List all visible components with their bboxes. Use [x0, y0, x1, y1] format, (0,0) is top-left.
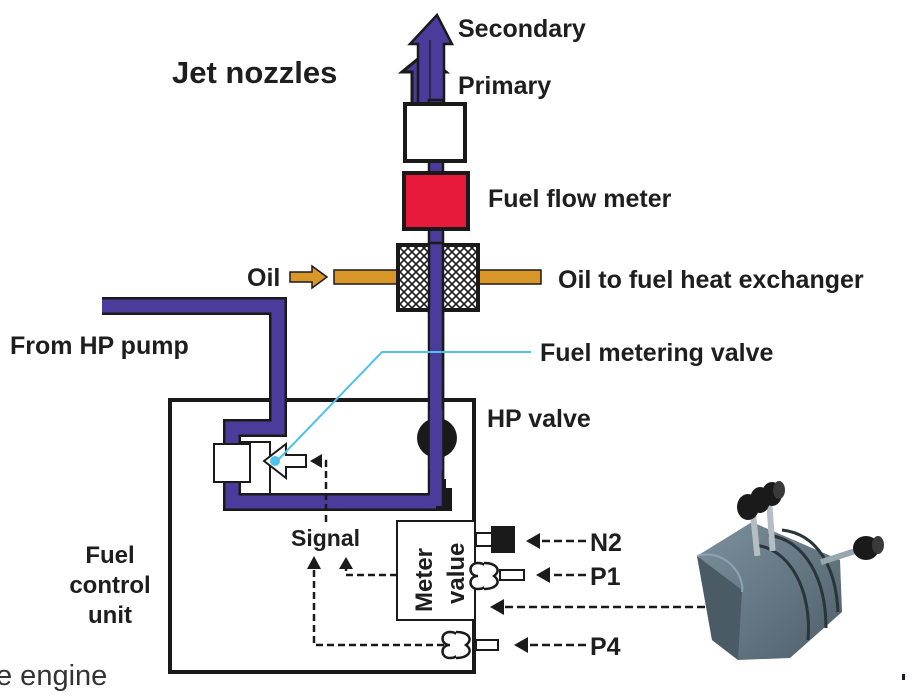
leader-dot — [270, 456, 280, 466]
metering-valve-body — [213, 443, 251, 483]
p4-signal-line — [312, 566, 444, 647]
p4-arrow-icon — [514, 637, 528, 653]
oil-fuel-heat-exchanger — [396, 241, 480, 314]
p4-bellows — [441, 630, 499, 660]
label-p1: P1 — [590, 563, 621, 591]
fuel-flow-meter — [402, 171, 470, 231]
signal-to-valve-line — [316, 459, 328, 522]
secondary-nozzle-arrow — [407, 12, 455, 110]
meter-value-box — [396, 520, 476, 621]
label-meter: Meter — [411, 548, 438, 612]
nozzle-arrows — [397, 12, 455, 110]
label-fcu-line1: Fuel — [85, 542, 134, 569]
label-hp-valve: HP valve — [487, 405, 591, 433]
oil-arrow-icon — [289, 264, 329, 290]
label-from-hp-pump: From HP pump — [10, 332, 189, 360]
label-primary: Primary — [458, 72, 551, 100]
meter-signal-line — [344, 565, 397, 577]
throttle-arrow-icon — [490, 599, 504, 615]
title-jet-nozzles: Jet nozzles — [172, 55, 337, 90]
p1-bellows — [469, 561, 525, 591]
label-fcu-line2: control — [69, 572, 150, 599]
label-fuel-flow-meter: Fuel flow meter — [488, 185, 672, 213]
label-fuel-metering-valve: Fuel metering valve — [540, 339, 774, 367]
label-n2: N2 — [590, 529, 622, 557]
label-signal: Signal — [291, 525, 360, 551]
label-value: value — [443, 543, 470, 604]
n2-sensor — [475, 526, 515, 553]
nozzle-box — [403, 102, 467, 163]
label-oil: Oil — [247, 264, 280, 292]
fuel-metering-valve-leader — [275, 351, 531, 463]
label-fcu-line3: unit — [88, 602, 132, 629]
label-p4: P4 — [590, 633, 621, 661]
oil-line-right — [477, 269, 542, 285]
caption-fragment: e engine — [0, 660, 107, 692]
page-marker — [902, 674, 905, 680]
oil-line-left — [333, 269, 399, 285]
label-secondary: Secondary — [458, 15, 586, 43]
p1-arrow-icon — [536, 567, 550, 583]
n2-arrow-icon — [526, 533, 540, 549]
throttle-quadrant — [696, 481, 884, 660]
metering-valve-arrow — [262, 441, 307, 481]
label-oil-heat-exchanger: Oil to fuel heat exchanger — [558, 266, 864, 294]
